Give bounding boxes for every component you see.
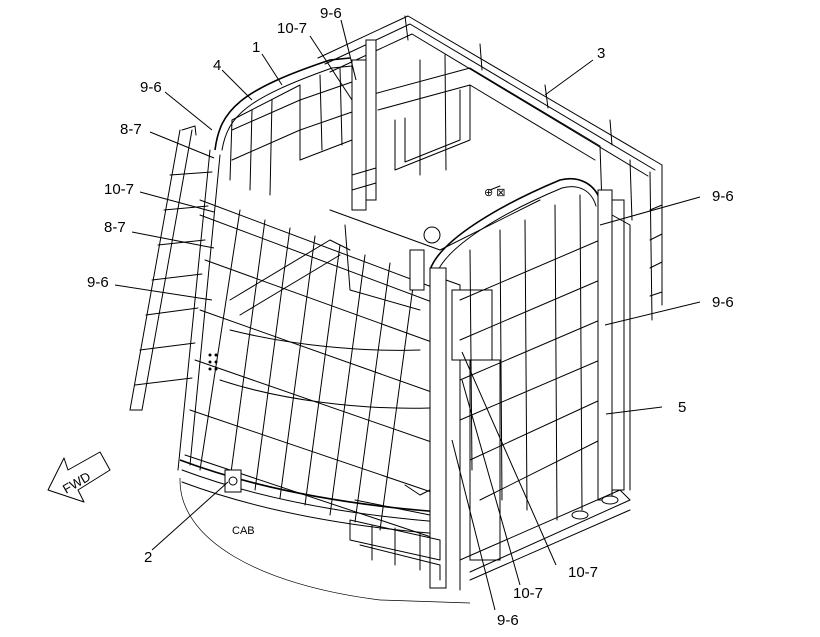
callout-8-7-upper: 8-7 [120, 121, 142, 138]
callout-1: 1 [252, 39, 260, 56]
leader-lines [114, 19, 701, 611]
callout-10-7-bottom: 10-7 [513, 585, 543, 602]
fwd-arrow-icon: FWD [47, 451, 111, 503]
callout-9-6-bottom: 9-6 [497, 612, 519, 629]
bottom-steps [349, 484, 441, 581]
callout-8-7-lower: 8-7 [104, 219, 126, 236]
callout-10-7-left: 10-7 [104, 181, 134, 198]
cab-label: CAB [232, 525, 255, 537]
callout-2: 2 [144, 549, 152, 566]
callouts: 9-6 10-7 1 4 9-6 8-7 10-7 8-7 9-6 3 9-6 … [87, 5, 734, 629]
callout-9-6-mid-left: 9-6 [87, 274, 109, 291]
center-platform: ⊕ ⊠ [229, 185, 541, 316]
fwd-label: FWD [60, 469, 93, 497]
left-upper-frame [214, 39, 377, 211]
front-lattice [179, 199, 441, 541]
left-side-grid [129, 125, 221, 471]
callout-9-6-left: 9-6 [140, 79, 162, 96]
callout-5: 5 [678, 399, 686, 416]
callout-10-7-right: 10-7 [568, 564, 598, 581]
right-door-frame [429, 178, 631, 591]
svg-text:⊕ ⊠: ⊕ ⊠ [484, 187, 506, 199]
callout-10-7-top: 10-7 [277, 20, 307, 37]
top-rail-frame [317, 15, 663, 321]
callout-9-6-right-lower: 9-6 [712, 294, 734, 311]
callout-3: 3 [597, 45, 605, 62]
hinge-bracket [224, 469, 242, 493]
callout-4: 4 [213, 57, 221, 74]
callout-9-6-right-upper: 9-6 [712, 188, 734, 205]
callout-9-6-top: 9-6 [320, 5, 342, 22]
cab-outline [179, 477, 471, 604]
